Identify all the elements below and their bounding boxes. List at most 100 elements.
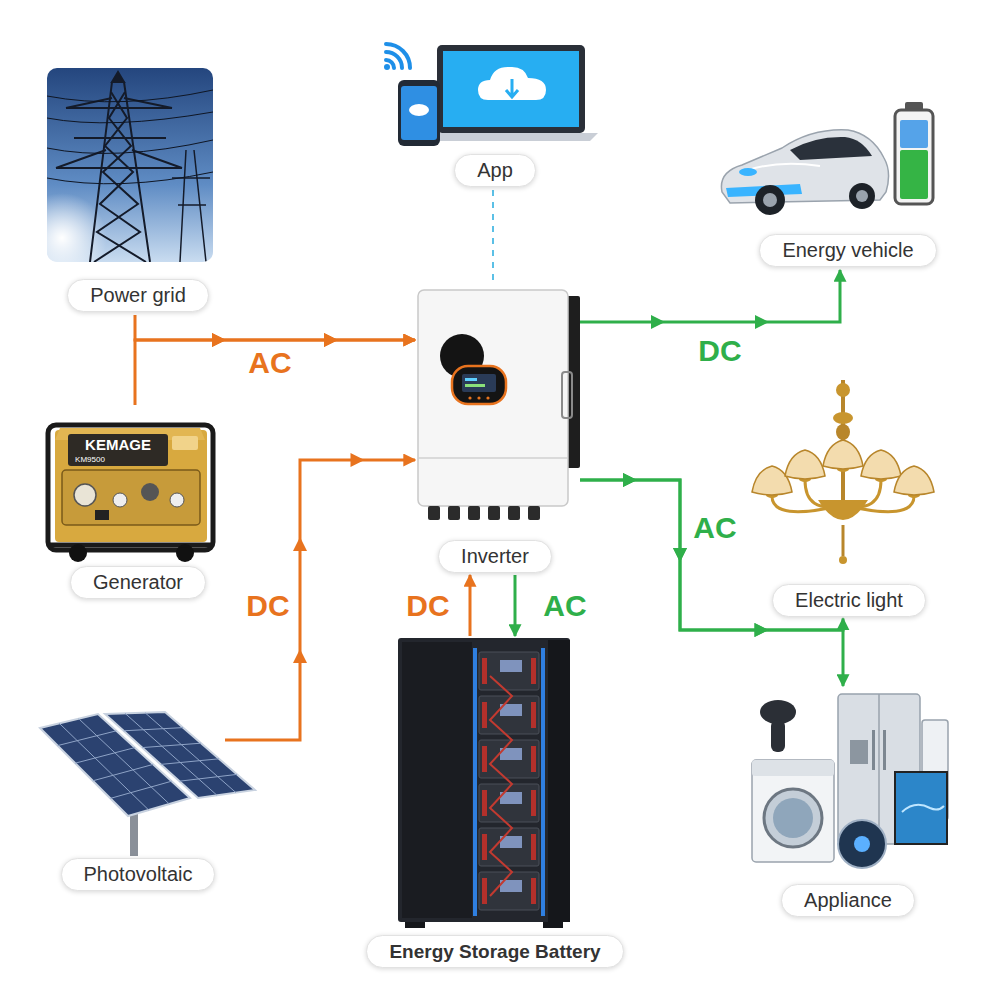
battery-cabinet-part-part (531, 746, 536, 772)
label-pill: App (454, 154, 536, 187)
electric-car-illustration-part (849, 183, 875, 209)
app-devices-part (437, 45, 585, 133)
app-devices-part (478, 67, 546, 100)
battery-cabinet-part-part (500, 660, 522, 672)
power-grid-photo-part (47, 90, 213, 184)
generator-illustration-part (74, 484, 96, 506)
current-type-label: AC (248, 346, 291, 379)
node-label: Power grid (90, 284, 186, 307)
hybrid-inverter (418, 290, 580, 520)
component-node: Power grid (45, 65, 220, 315)
battery-cabinet-part-part (482, 834, 487, 860)
generator-illustration-part (141, 483, 159, 501)
appliances-illustration-part (752, 760, 834, 862)
generator-illustration (48, 425, 213, 562)
battery-cabinet-part (402, 642, 472, 918)
chandelier-illustration-part-part (785, 450, 825, 479)
flow-arrow (755, 623, 769, 637)
solar-panels-part-part (75, 748, 135, 764)
appliances-illustration-part (895, 772, 947, 844)
hybrid-inverter-part (448, 506, 460, 520)
flow-arrow (212, 333, 226, 347)
component-node: Appliance (745, 686, 955, 919)
label-pill: Power grid (67, 279, 209, 312)
node-label: Inverter (461, 545, 529, 568)
battery-cabinet-part (482, 658, 536, 904)
hybrid-inverter-part (418, 457, 568, 459)
battery-cabinet-part (548, 640, 570, 922)
battery-cabinet-part-part (479, 828, 539, 866)
battery-cabinet-part (405, 922, 425, 928)
battery-cabinet-part-part (531, 790, 536, 816)
flow-connector (135, 315, 415, 340)
current-type-label: AC (543, 589, 586, 622)
chandelier-illustration-part (839, 556, 847, 564)
flow-arrow (651, 315, 665, 329)
app-devices-part (401, 86, 437, 140)
chandelier-illustration-part (836, 424, 850, 440)
battery-icon-part (895, 110, 933, 204)
flow-arrow (755, 315, 769, 329)
hybrid-inverter-part (528, 506, 540, 520)
label-pill: Inverter (438, 540, 552, 573)
app-devices-part (443, 51, 579, 127)
battery-cabinet-part-part (531, 834, 536, 860)
label-pill: Generator (70, 566, 206, 599)
app-devices-part (386, 44, 410, 68)
hybrid-inverter-part (465, 378, 477, 381)
flow-connector (225, 460, 415, 740)
chandelier-illustration-part-part (894, 466, 934, 495)
component-node: Electric light (750, 375, 945, 619)
app-devices-part (425, 133, 598, 141)
current-type-text: DC (698, 334, 741, 367)
flow-connector (514, 575, 517, 636)
brand-marking: KEMAGE (85, 437, 151, 454)
appliances-illustration-part (773, 798, 813, 838)
app-devices-part (506, 79, 518, 97)
solar-panels-part-part (79, 719, 170, 804)
battery-cabinet-part-part (479, 696, 539, 734)
brand-text: KM9500 (75, 455, 105, 464)
hybrid-inverter-part (462, 374, 496, 392)
node-label: Appliance (804, 889, 892, 912)
flow-arrow (324, 333, 338, 347)
battery-cabinet-part-part (479, 872, 539, 910)
power-grid-photo-part-part (94, 92, 140, 262)
component-node: Generator (35, 405, 230, 601)
label-pill: Appliance (781, 884, 915, 917)
battery-cabinet-part-part (482, 702, 487, 728)
battery-cabinet-part-part (531, 702, 536, 728)
chandelier-illustration-part (836, 383, 850, 397)
current-type-text: DC (246, 589, 289, 622)
label-pill: Electric light (772, 584, 926, 617)
chandelier-illustration-part (818, 500, 868, 520)
hybrid-inverter-part (468, 506, 480, 520)
electric-car-illustration (721, 130, 888, 215)
flow-arrow (623, 473, 637, 487)
app-devices-part (398, 80, 440, 146)
power-grid-photo-part-part (47, 172, 213, 184)
solar-panels-part-part (145, 713, 236, 793)
electric-car-illustration-part (748, 164, 820, 170)
appliances-illustration-part (883, 730, 886, 770)
appliances-illustration-part (872, 730, 875, 770)
power-grid-photo-part-part (112, 72, 124, 82)
battery-cabinet-part-part (531, 878, 536, 904)
current-type-label: DC (406, 589, 449, 622)
flow-connector (469, 575, 472, 636)
chandelier-illustration-part-part (823, 440, 863, 469)
chandelier-illustration-part (833, 412, 853, 424)
power-grid-photo-part-part (47, 140, 213, 153)
component-node: Energy vehicle (715, 95, 945, 270)
solar-panels-part-part (179, 774, 237, 781)
appliances-illustration-part (752, 760, 834, 776)
hybrid-inverter-part (508, 506, 520, 520)
hybrid-inverter-part (477, 396, 480, 399)
power-grid-photo-part-part (47, 90, 213, 102)
solar-panels-part-part (59, 723, 148, 810)
generator-illustration-part (48, 425, 213, 550)
node-label: Energy Storage Battery (389, 940, 600, 963)
app-devices-part (409, 104, 429, 116)
